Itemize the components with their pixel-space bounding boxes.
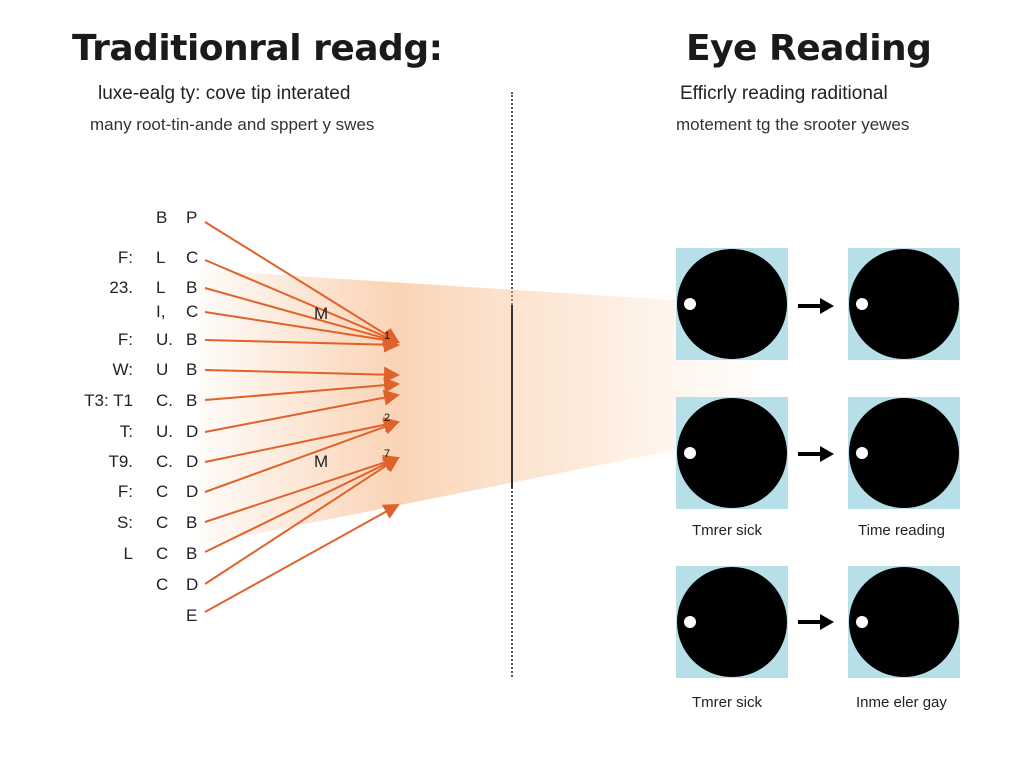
annotation-number: 2 xyxy=(384,412,391,424)
reading-arrow xyxy=(204,419,400,493)
annotation-m: M xyxy=(314,304,329,323)
row-label: T9. xyxy=(108,452,133,471)
grid-letter: B xyxy=(186,330,198,349)
reading-arrow xyxy=(204,377,400,401)
grid-letter: C xyxy=(186,248,199,267)
reading-arrow xyxy=(204,366,400,383)
eye-icon xyxy=(677,567,787,677)
reading-arrow xyxy=(204,504,400,613)
eye-label: Tmrer sick xyxy=(692,694,762,711)
eye-label: Inme eler gay xyxy=(856,694,947,711)
grid-letter: C. xyxy=(156,391,173,410)
grid-letter: C xyxy=(156,575,169,594)
row-label: L xyxy=(123,544,133,563)
grid-letter: C xyxy=(156,513,169,532)
eye-panel xyxy=(676,566,788,678)
eye-icon xyxy=(677,249,787,359)
grid-letter: C xyxy=(156,482,169,501)
grid-letter: B xyxy=(186,513,198,532)
grid-letter: D xyxy=(186,422,199,441)
arrow-right-icon xyxy=(798,446,834,462)
reading-arrows xyxy=(204,221,400,613)
annotation-number: 7 xyxy=(384,448,391,460)
arrow-right-icon xyxy=(798,298,834,314)
reading-arrow xyxy=(204,456,400,585)
grid-letter: P xyxy=(186,208,198,227)
row-label: T3: T1 xyxy=(84,391,133,410)
reading-arrow xyxy=(204,336,400,353)
grid-letter: B xyxy=(186,278,198,297)
eye-icon xyxy=(849,567,959,677)
grid-letter: B xyxy=(186,544,198,563)
right-title: Eye Reading xyxy=(686,28,932,69)
grid-letter: C. xyxy=(156,452,173,471)
grid-letter: D xyxy=(186,452,199,471)
left-caption: many root-tin-ande and sppert y swes xyxy=(90,115,375,134)
reading-arrow xyxy=(204,417,400,463)
grid-letter: U xyxy=(156,360,169,379)
grid-letter: I, xyxy=(156,302,166,321)
eye-panel xyxy=(848,566,960,678)
right-caption: motement tg the srooter yewes xyxy=(676,115,910,134)
reading-arrow xyxy=(204,311,400,348)
grid-letter: C xyxy=(156,544,169,563)
reading-arrow xyxy=(204,287,400,346)
row-label: S: xyxy=(116,513,133,532)
reading-arrow xyxy=(204,259,400,344)
eye-label: Time reading xyxy=(858,522,945,539)
grid-letter: D xyxy=(186,575,199,594)
row-label: W: xyxy=(112,360,133,379)
eye-icon xyxy=(677,398,787,508)
eye-label: Tmrer sick xyxy=(692,522,762,539)
grid-letter: E xyxy=(186,606,198,625)
grid-letter: B xyxy=(156,208,168,227)
grid-letter: U. xyxy=(156,330,173,349)
annotation-m: M xyxy=(314,452,329,471)
eye-icon xyxy=(849,398,959,508)
eye-panel xyxy=(676,248,788,360)
eye-panel xyxy=(848,397,960,509)
annotation-number: 1 xyxy=(384,330,391,342)
grid-letter: L xyxy=(156,248,166,267)
grid-letter: C xyxy=(186,302,199,321)
row-label: F: xyxy=(117,248,133,267)
left-title: Traditionral readg: xyxy=(72,28,443,69)
row-label: F: xyxy=(117,330,133,349)
left-subtitle: luxe-ealg ty: cove tip interated xyxy=(98,83,351,104)
grid-letter: D xyxy=(186,482,199,501)
right-subtitle: Efficrly reading raditional xyxy=(680,83,888,104)
eye-icon xyxy=(849,249,959,359)
reading-arrow xyxy=(204,456,400,553)
reading-arrow xyxy=(204,454,400,523)
grid-letter: B xyxy=(186,360,198,379)
reading-arrow xyxy=(204,389,400,433)
reading-arrow xyxy=(204,221,400,344)
row-label: F: xyxy=(117,482,133,501)
row-label: 23. xyxy=(109,278,133,297)
eye-panel xyxy=(676,397,788,509)
eye-panel xyxy=(848,248,960,360)
grid-letter: B xyxy=(186,391,198,410)
row-label: T: xyxy=(119,422,133,441)
arrow-right-icon xyxy=(798,614,834,630)
grid-letter: L xyxy=(156,278,166,297)
grid-letter: U. xyxy=(156,422,173,441)
